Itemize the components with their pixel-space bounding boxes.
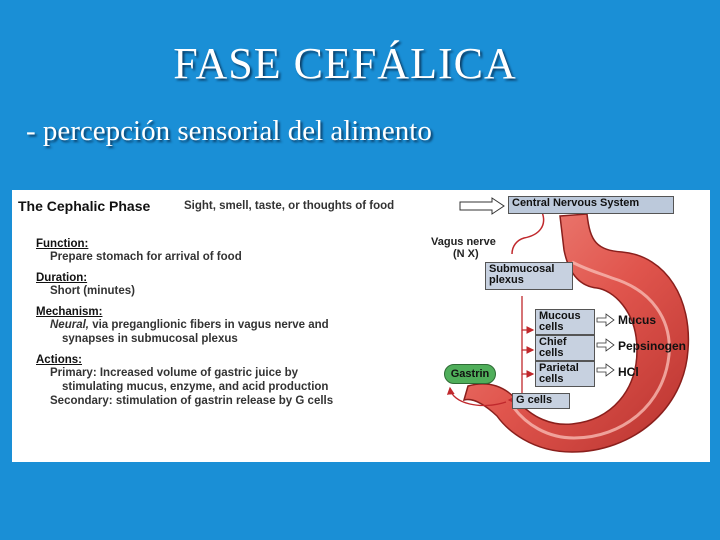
stimulus-arrow <box>459 197 505 215</box>
cns-box: Central Nervous System <box>508 196 674 214</box>
mucus-product: Mucus <box>618 313 657 327</box>
parietal-cells-line-1: Parietal <box>539 362 579 374</box>
submucosal-line-2: plexus <box>489 274 524 286</box>
parietal-cells-line-2: cells <box>539 373 564 385</box>
stomach-illustration <box>446 197 690 453</box>
mechanism-emphasis: Neural, <box>50 319 89 331</box>
chief-cells-line-1: Chief <box>539 336 567 348</box>
gastrin-loop <box>446 386 507 407</box>
vagus-nerve-line <box>511 211 545 255</box>
chief-cells-box: Chief cells <box>535 335 595 361</box>
mucous-cells-line-1: Mucous <box>539 310 581 322</box>
vagus-nerve-label: Vagus nerve (N X) <box>431 236 496 260</box>
stomach-shape <box>462 213 690 453</box>
cephalic-phase-figure: The Cephalic Phase Sight, smell, taste, … <box>12 190 710 462</box>
actions-primary-1: Primary: Increased volume of gastric jui… <box>50 367 298 379</box>
vagus-nerve-line-1: Vagus nerve <box>431 236 496 248</box>
figure-heading: The Cephalic Phase <box>18 198 151 214</box>
duration-label: Duration: <box>36 272 88 284</box>
phase-summary: Function: Prepare stomach for arrival of… <box>36 238 333 416</box>
duration-text: Short (minutes) <box>50 285 135 297</box>
pepsinogen-product: Pepsinogen <box>618 339 687 353</box>
actions-label: Actions: <box>36 354 82 366</box>
mechanism-line-2: synapses in submucosal plexus <box>62 333 238 345</box>
mechanism-text: Neural, via preganglionic fibers in vagu… <box>36 318 333 332</box>
function-text: Prepare stomach for arrival of food <box>50 251 242 263</box>
mucous-cells-line-2: cells <box>539 321 564 333</box>
stomach-inner <box>512 260 671 440</box>
actions-secondary: Secondary: stimulation of gastrin releas… <box>50 395 334 407</box>
parietal-cells-box: Parietal cells <box>535 361 595 387</box>
slide-title: FASE CEFÁLICA <box>173 39 517 88</box>
vagus-nerve-line-2: (N X) <box>453 248 479 260</box>
mechanism-line-1: via preganglionic fibers in vagus nerve … <box>89 319 329 331</box>
g-cells-box: G cells <box>512 393 570 409</box>
slide-subtitle: - percepción sensorial del alimento <box>26 115 432 147</box>
submucosal-line-1: Submucosal <box>489 263 555 275</box>
gastrin-oval: Gastrin <box>444 364 496 384</box>
mechanism-label: Mechanism: <box>36 306 103 318</box>
mucous-cells-box: Mucous cells <box>535 309 595 335</box>
hcl-product: HCl <box>618 365 639 379</box>
stimulus-text: Sight, smell, taste, or thoughts of food <box>184 200 395 212</box>
chief-cells-line-2: cells <box>539 347 564 359</box>
actions-primary-2: stimulating mucus, enzyme, and acid prod… <box>62 381 329 393</box>
submucosal-plexus-box: Submucosal plexus <box>485 262 573 290</box>
function-label: Function: <box>36 238 89 250</box>
